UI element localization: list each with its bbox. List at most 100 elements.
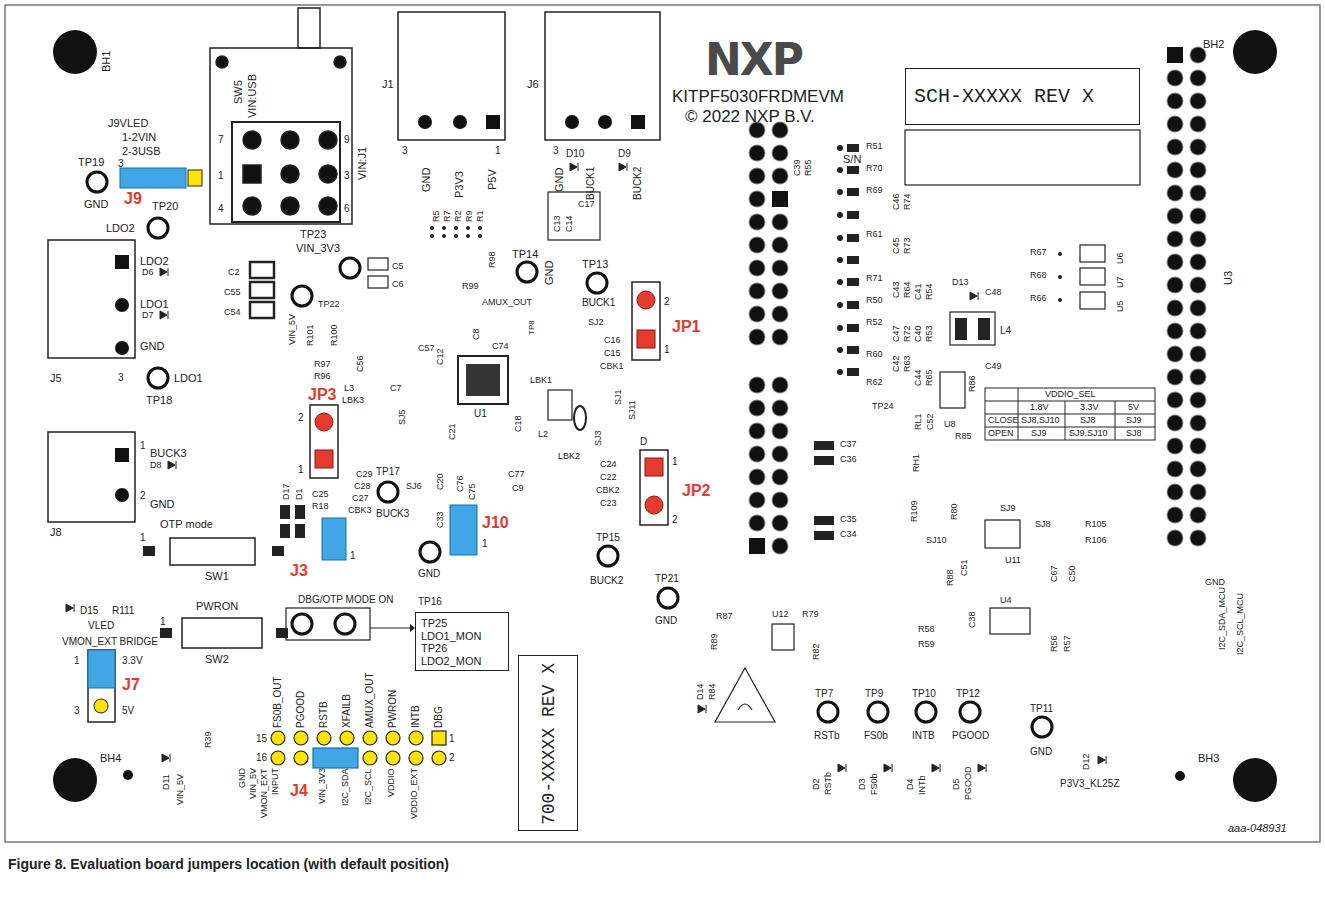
silkscreen-label: SJ2 bbox=[588, 318, 604, 328]
pad bbox=[837, 347, 843, 353]
silkscreen-label: VIN:J1 bbox=[356, 147, 368, 180]
silkscreen-label: R54 bbox=[925, 283, 935, 300]
silkscreen-label: aaa-048931 bbox=[1228, 822, 1287, 834]
silkscreen-label: C23 bbox=[600, 499, 617, 509]
silkscreen-label: R80 bbox=[950, 503, 960, 520]
silkscreen-label: TP7 bbox=[815, 688, 833, 699]
diode-symbol bbox=[160, 268, 168, 276]
component-outline bbox=[370, 627, 410, 628]
silkscreen-label: GND bbox=[418, 568, 440, 579]
silkscreen-label: D8 bbox=[150, 461, 162, 471]
silkscreen-label: BH4 bbox=[100, 752, 121, 764]
silkscreen-label: DBG bbox=[433, 706, 444, 728]
pin-header bbox=[746, 374, 792, 558]
selection-table bbox=[985, 401, 1155, 402]
jumper-label: J7 bbox=[122, 676, 140, 694]
connector-pin bbox=[453, 115, 467, 129]
silkscreen-label: C52 bbox=[926, 413, 936, 430]
silkscreen-label: R57 bbox=[1063, 635, 1073, 652]
silkscreen-label: DBG/OTP MODE ON bbox=[298, 594, 393, 605]
silkscreen-label: VIN_5V bbox=[249, 768, 259, 799]
silkscreen-label: R52 bbox=[866, 318, 883, 328]
pad bbox=[276, 628, 288, 638]
silkscreen-label: SJ3 bbox=[594, 430, 604, 446]
pad bbox=[280, 505, 290, 519]
silkscreen-label: C15 bbox=[604, 349, 621, 359]
switch-sw5 bbox=[243, 131, 261, 149]
connector-pin bbox=[631, 115, 645, 129]
pad bbox=[143, 144, 1062, 638]
test-point bbox=[148, 218, 168, 238]
jumper-jp bbox=[310, 282, 668, 525]
silkscreen-label: TP19 bbox=[78, 156, 104, 168]
pad bbox=[847, 278, 859, 286]
silkscreen-label: BH3 bbox=[1198, 752, 1219, 764]
switch-outline bbox=[170, 538, 262, 648]
jumper-label: J10 bbox=[482, 514, 509, 532]
pad bbox=[837, 189, 843, 195]
jumper-j9 bbox=[120, 168, 186, 188]
silkscreen-label: 5V bbox=[122, 705, 134, 716]
header-j4 bbox=[313, 748, 358, 768]
component-outline bbox=[368, 258, 388, 270]
blue-jumper bbox=[450, 505, 477, 555]
silkscreen-label: L3 bbox=[344, 384, 354, 394]
pin-header bbox=[1164, 44, 1210, 550]
table-cell: SJ9 bbox=[1126, 416, 1142, 426]
connector-pin bbox=[115, 488, 129, 502]
silkscreen-label: R86 bbox=[968, 375, 978, 392]
component-outline bbox=[250, 130, 1140, 722]
header-j4 bbox=[271, 731, 446, 768]
silkscreen-label: C5 bbox=[392, 262, 404, 272]
diode-symbol bbox=[168, 461, 176, 469]
silkscreen-label: P3V3 bbox=[453, 171, 465, 198]
silkscreen-label: C20 bbox=[436, 473, 446, 490]
mounting-hole bbox=[53, 30, 1277, 802]
silkscreen-label: RH1 bbox=[912, 454, 922, 472]
table-cell: SJ9,SJ10 bbox=[1069, 429, 1108, 439]
selection-table bbox=[985, 414, 1155, 415]
silkscreen-label: TP24 bbox=[872, 402, 894, 412]
connector bbox=[398, 12, 505, 140]
silkscreen-label: R60 bbox=[866, 350, 883, 360]
blue-jumper bbox=[322, 518, 346, 560]
table-cell: SJ9 bbox=[1031, 429, 1047, 439]
silkscreen-label: GND bbox=[553, 168, 565, 192]
silkscreen-label: C74 bbox=[492, 342, 509, 352]
silkscreen-label: C25 bbox=[312, 490, 329, 500]
jumper-fill bbox=[637, 330, 655, 348]
connector bbox=[48, 432, 135, 522]
silkscreen-label: XFAILB bbox=[341, 694, 352, 728]
silkscreen-label: C28 bbox=[354, 482, 371, 492]
silkscreen-label: U5 bbox=[1116, 300, 1126, 312]
silkscreen-label: 3 bbox=[118, 372, 124, 383]
pad bbox=[430, 234, 434, 238]
pad bbox=[847, 324, 859, 332]
board-id-box: SCH-XXXXX REV X bbox=[905, 68, 1140, 125]
silkscreen-label: R53 bbox=[925, 325, 935, 342]
connector-pin bbox=[115, 341, 129, 355]
component-outline bbox=[990, 608, 1030, 634]
pad bbox=[466, 226, 470, 230]
jumper-fill bbox=[645, 458, 663, 476]
table-cell: SJ8 bbox=[1080, 416, 1096, 426]
silkscreen-label: TP10 bbox=[912, 688, 936, 699]
pin-header bbox=[772, 191, 788, 207]
silkscreen-label: R2 bbox=[454, 210, 464, 222]
silkscreen-label: VIN:USB bbox=[246, 74, 258, 118]
silkscreen-label: VDDIO bbox=[387, 768, 397, 797]
silkscreen-label: R58 bbox=[918, 625, 935, 635]
table-cell: OPEN bbox=[988, 429, 1014, 439]
silkscreen-label: RSTb bbox=[824, 772, 834, 795]
connector-pin bbox=[486, 115, 500, 129]
silkscreen-label: SJ9 bbox=[1000, 504, 1016, 514]
silkscreen-label: C44 bbox=[914, 369, 924, 386]
jumper-jp bbox=[632, 282, 660, 360]
header-j4 bbox=[409, 731, 423, 745]
jumper-label: JP1 bbox=[672, 318, 700, 336]
switch-sw5 bbox=[319, 165, 337, 183]
silkscreen-label: 1 bbox=[482, 538, 488, 549]
switch-outline bbox=[182, 618, 262, 648]
silkscreen-label: C57 bbox=[418, 344, 435, 354]
pad bbox=[442, 234, 446, 238]
